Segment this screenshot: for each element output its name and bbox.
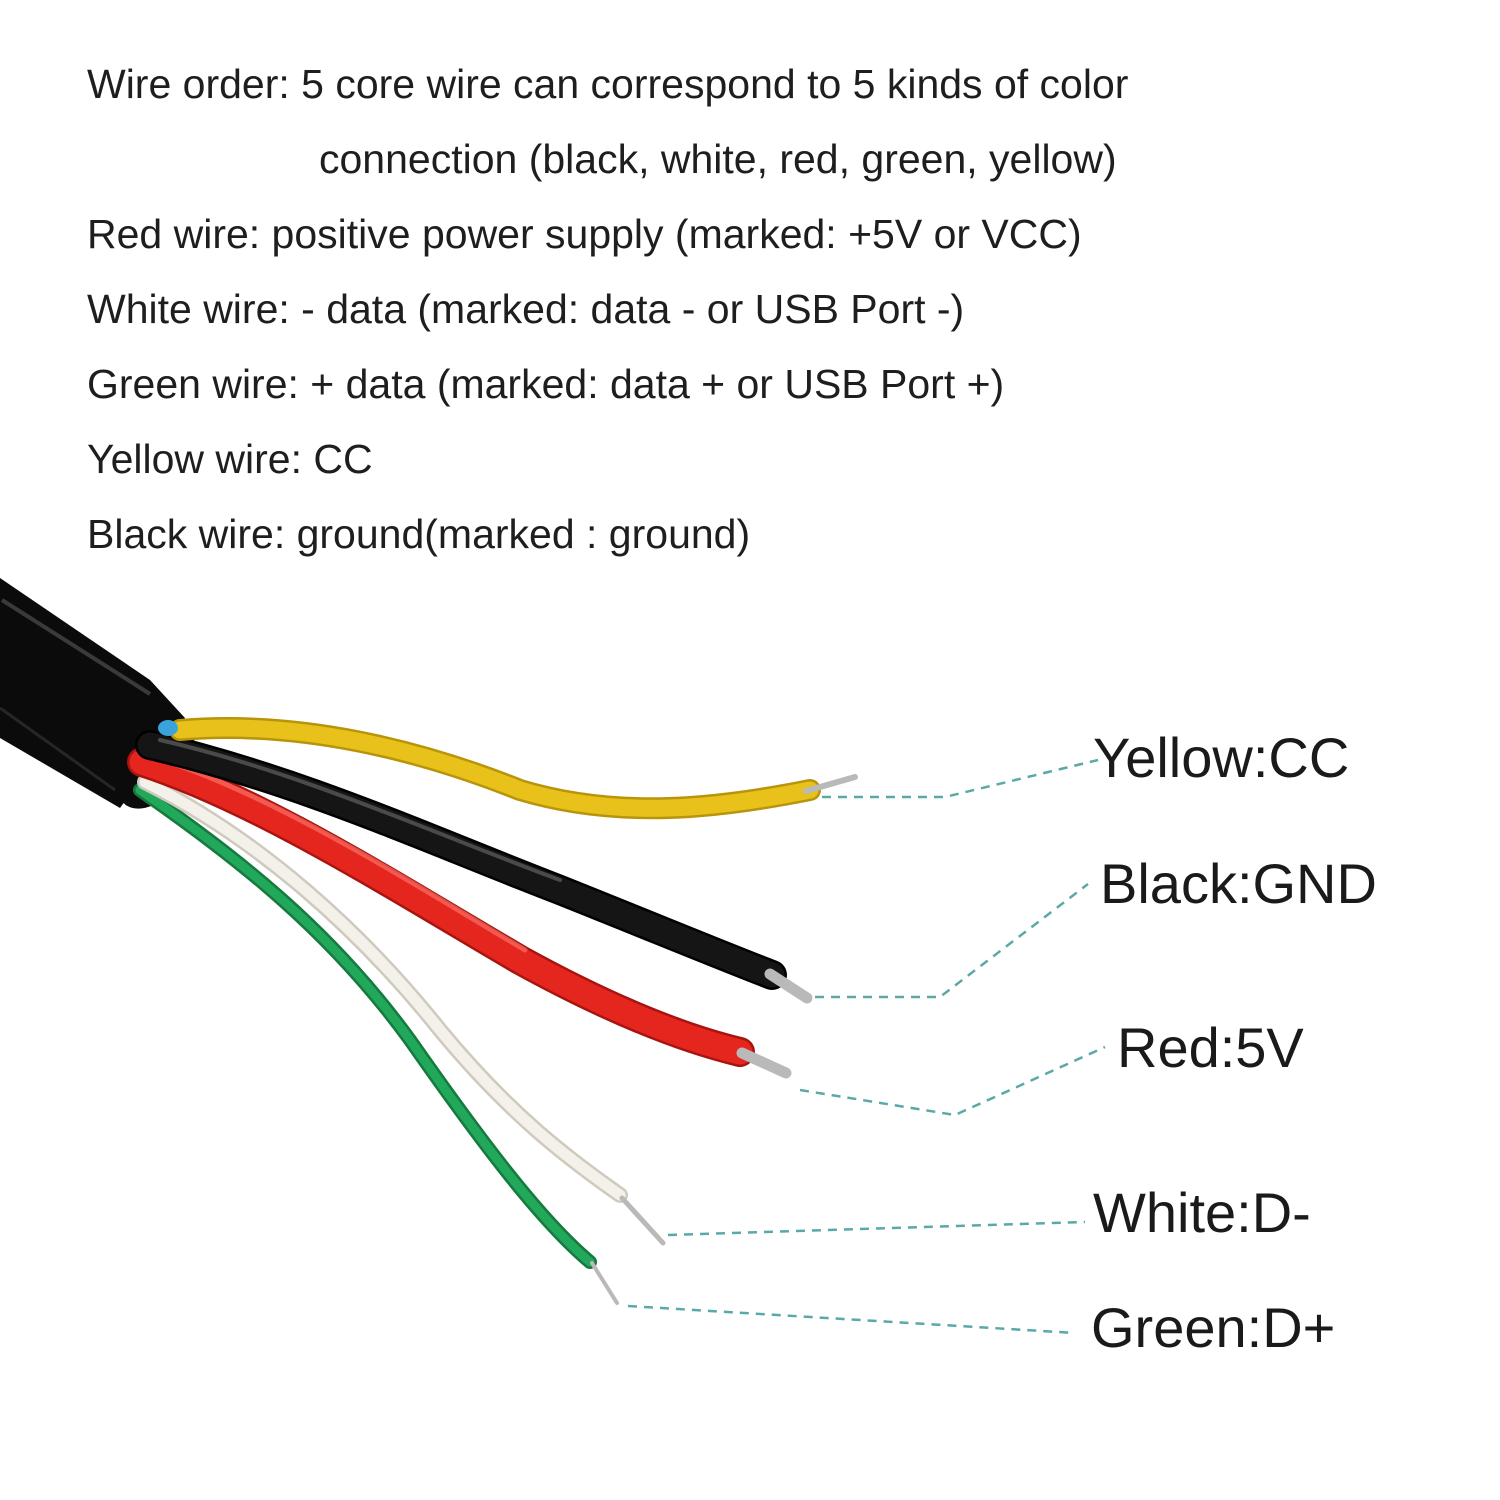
description-line-wire-order: Wire order: 5 core wire can correspond t… (87, 61, 1129, 107)
tip-white (619, 1195, 666, 1246)
wire-black-shine (158, 738, 562, 882)
tip-green (590, 1261, 619, 1305)
description-line-white: White wire: - data (marked: data - or US… (87, 286, 965, 332)
tip-red (736, 1047, 792, 1079)
leader-line-red (799, 1045, 1106, 1117)
tip-yellow (803, 774, 858, 794)
label-red-5v: Red:5V (1117, 1016, 1304, 1079)
leader-lines (627, 758, 1106, 1335)
leader-line-yellow (822, 758, 1099, 799)
wire-white (139, 776, 626, 1201)
label-yellow-cc: Yellow:CC (1093, 726, 1350, 789)
label-white-d-minus: White:D- (1093, 1181, 1311, 1244)
jacket-highlight (0, 598, 152, 696)
leader-line-green (627, 1304, 1076, 1335)
inner-blue-filler (158, 720, 178, 736)
label-black-gnd: Black:GND (1100, 852, 1377, 915)
description-line-yellow: Yellow wire: CC (87, 436, 373, 482)
tip-black (764, 968, 813, 1004)
leader-line-white (667, 1220, 1086, 1237)
description-line-black: Black wire: ground(marked : ground) (87, 511, 751, 557)
wire-yellow (171, 719, 819, 817)
label-green-d-plus: Green:D+ (1091, 1296, 1336, 1359)
wires (127, 717, 821, 1269)
conductor-tips (590, 774, 858, 1305)
description-line-color-list: connection (black, white, red, green, ye… (319, 136, 1117, 182)
wire-red-shine (147, 753, 528, 953)
wire-red (129, 749, 753, 1065)
description-line-red: Red wire: positive power supply (marked:… (87, 211, 1082, 257)
leader-line-black (815, 883, 1089, 999)
wire-black (137, 732, 785, 988)
wire-green (135, 785, 595, 1267)
description-line-green: Green wire: + data (marked: data + or US… (87, 361, 1005, 407)
jacket-highlight-lower (0, 706, 116, 792)
